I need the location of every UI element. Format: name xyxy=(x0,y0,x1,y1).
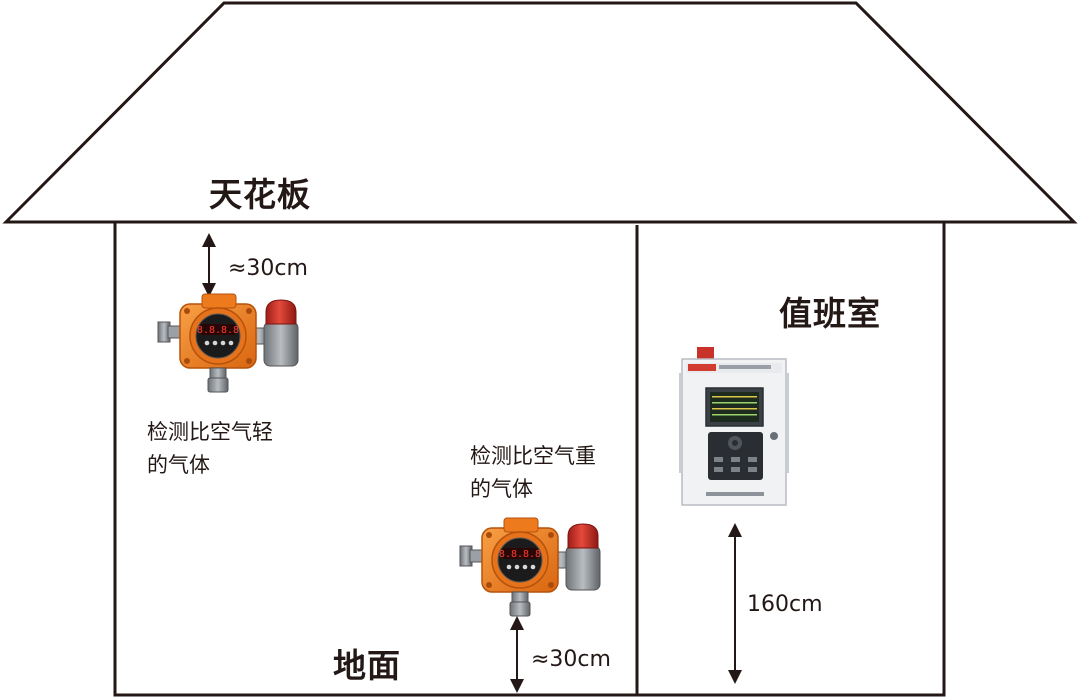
detector-display: 8.8.8.8 xyxy=(197,325,239,336)
light-gas-caption-line2: 的气体 xyxy=(147,453,210,477)
light-gas-caption: 检测比空气轻 的气体 xyxy=(147,416,273,482)
panel-height-label: 160cm xyxy=(747,592,823,617)
roof xyxy=(2,1,1078,224)
gas-detector-icon: 8.8.8.8 xyxy=(157,293,299,393)
heavy-gas-caption: 检测比空气重 的气体 xyxy=(470,440,596,506)
house-walls xyxy=(113,222,946,697)
alarm-controller-icon xyxy=(679,347,789,506)
floor-label: 地面 xyxy=(333,646,401,685)
duty-room-label: 值班室 xyxy=(779,294,881,333)
ceiling-distance-label: ≈30cm xyxy=(228,256,308,281)
heavy-gas-caption-line2: 的气体 xyxy=(470,477,533,501)
detector-display: 8.8.8.8 xyxy=(499,549,541,560)
light-gas-caption-line1: 检测比空气轻 xyxy=(147,420,273,444)
gas-detector-icon: 8.8.8.8 xyxy=(459,517,601,617)
ceiling-label: 天花板 xyxy=(209,175,311,214)
floor-distance-label: ≈30cm xyxy=(531,647,611,672)
heavy-gas-caption-line1: 检测比空气重 xyxy=(470,444,596,468)
